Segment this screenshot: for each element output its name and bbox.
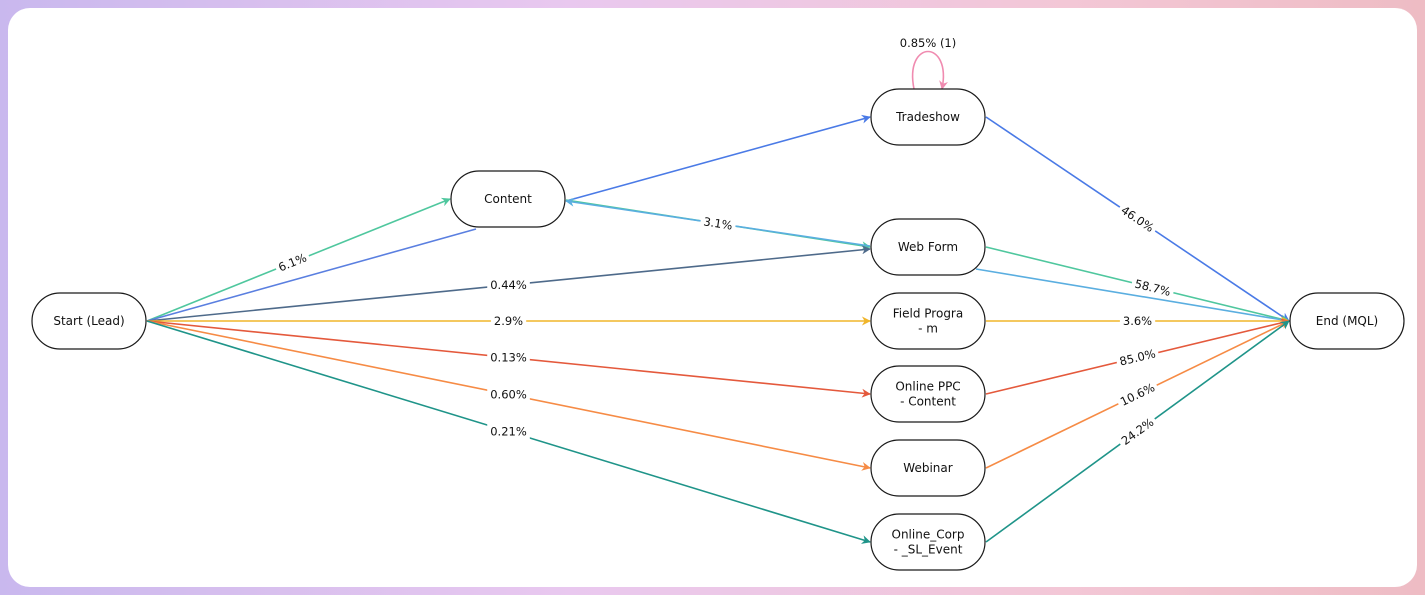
edge-label-bg <box>699 212 737 235</box>
edge-label-bg <box>487 349 530 366</box>
edge-label-start-webinar: 0.60% <box>487 386 530 403</box>
edge-label-bg <box>1114 344 1161 371</box>
edge-label-tradeshow-tradeshow: 0.85% (1) <box>900 36 956 50</box>
node-end[interactable]: End (MQL) <box>1289 292 1405 350</box>
edge-label-text: 3.1% <box>702 214 733 232</box>
edge-label-bg <box>1115 412 1160 451</box>
node-label: End (MQL) <box>1316 314 1378 328</box>
node-label: Online PPC <box>895 380 960 394</box>
edge-label-start-webform: 0.44% <box>487 277 530 293</box>
node-tradeshow[interactable]: Tradeshow <box>870 88 986 146</box>
node-shape <box>450 170 566 228</box>
edge-label-text: 10.6% <box>1118 380 1157 409</box>
edge-label-start-corp: 0.21% <box>487 423 530 440</box>
edge-content-tradeshow <box>565 114 871 202</box>
node-webinar[interactable]: Webinar <box>870 439 986 497</box>
edge-content-start <box>146 228 477 322</box>
edge-label-text: 2.9% <box>494 314 523 328</box>
node-shape <box>870 439 986 497</box>
edge-label-text: 3.6% <box>1123 314 1152 328</box>
node-shape <box>870 292 986 350</box>
edge-label-corp-end: 24.2% <box>1115 412 1160 451</box>
edge-label-start-ppc: 0.13% <box>487 349 530 366</box>
edge-label-bg <box>273 248 312 277</box>
node-ppc[interactable]: Online PPC- Content <box>870 365 986 423</box>
node-corp[interactable]: Online_Corp- _SL_Event <box>870 513 986 571</box>
edge-label-content-webform: 3.1% <box>699 212 737 235</box>
edge-label-bg <box>1115 200 1160 238</box>
node-label: - Content <box>900 395 956 409</box>
node-shape <box>1289 292 1405 350</box>
edge-label-text: 0.44% <box>490 278 527 292</box>
edge-labels-layer: 6.1% 3.1% 0.44% 2.9% 0.13% 0.60% 0.21% 46.0% 58.… <box>273 36 1176 451</box>
node-label: - _SL_Event <box>894 543 963 557</box>
node-shape <box>870 88 986 146</box>
node-content[interactable]: Content <box>450 170 566 228</box>
node-label: Tradeshow <box>895 110 960 124</box>
edge-label-bg <box>487 277 530 293</box>
edge-label-bg <box>1114 377 1161 411</box>
edge-label-text: 0.13% <box>490 351 527 365</box>
edge-label-tradeshow-end: 46.0% <box>1115 200 1160 238</box>
node-label: Webinar <box>903 461 952 475</box>
edge-label-start-content: 6.1% <box>273 248 312 277</box>
node-start[interactable]: Start (Lead) <box>31 292 147 350</box>
edge-label-bg <box>487 386 530 403</box>
node-shape <box>870 365 986 423</box>
node-webform[interactable]: Web Form <box>870 218 986 276</box>
edge-label-text: 0.21% <box>490 425 527 439</box>
node-shape <box>870 218 986 276</box>
node-label: Online_Corp <box>892 528 965 542</box>
edge-webform-end <box>975 268 1290 322</box>
edge-label-text: 0.60% <box>490 388 527 402</box>
node-label: Web Form <box>898 240 958 254</box>
node-field[interactable]: Field Progra- m <box>870 292 986 350</box>
edge-tradeshow-tradeshow <box>911 50 948 90</box>
edge-label-bg <box>487 423 530 440</box>
edge-label-webform-end: 58.7% <box>1130 274 1176 301</box>
node-label: Start (Lead) <box>53 314 124 328</box>
node-label: Field Progra <box>893 307 963 321</box>
edges-layer <box>146 50 1290 544</box>
node-shape <box>870 513 986 571</box>
node-label: Content <box>484 192 532 206</box>
edge-label-field-end: 3.6% <box>1119 313 1156 329</box>
node-label: - m <box>918 322 938 336</box>
edge-label-bg <box>1119 313 1156 329</box>
edge-label-ppc-end: 85.0% <box>1114 344 1161 371</box>
node-shape <box>31 292 147 350</box>
edge-label-bg <box>1130 274 1176 301</box>
edge-label-webinar-end: 10.6% <box>1114 377 1161 411</box>
edge-label-start-field: 2.9% <box>490 313 527 329</box>
diagram-card <box>8 8 1417 587</box>
edge-label-bg <box>490 313 527 329</box>
